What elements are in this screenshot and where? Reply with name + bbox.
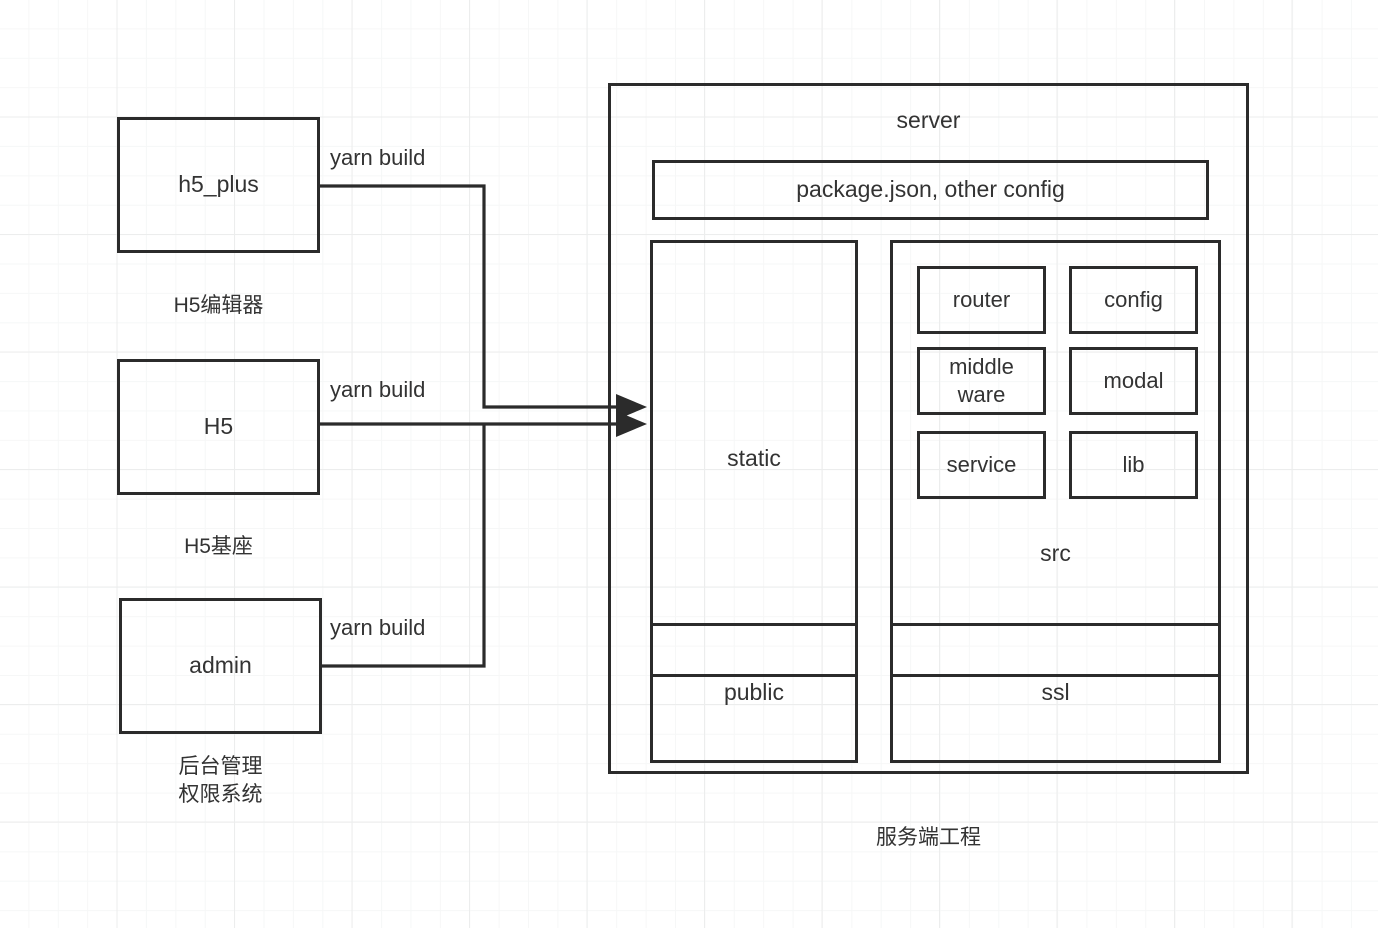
server-title: server bbox=[896, 107, 961, 133]
node-admin[interactable]: admin bbox=[119, 598, 322, 734]
public-label: public bbox=[723, 679, 785, 706]
edge-label-admin: yarn build bbox=[330, 615, 426, 640]
public-box[interactable]: public bbox=[650, 623, 858, 763]
package-config-label: package.json, other config bbox=[796, 176, 1065, 203]
node-h5[interactable]: H5 bbox=[117, 359, 320, 495]
src-child-router[interactable]: router bbox=[917, 266, 1046, 334]
src-child-middleware-label: middle ware bbox=[949, 353, 1014, 407]
static-box[interactable]: static bbox=[650, 240, 858, 677]
package-config-box[interactable]: package.json, other config bbox=[652, 160, 1209, 220]
src-child-service[interactable]: service bbox=[917, 431, 1046, 499]
edge-h5plus-to-static bbox=[320, 184, 625, 409]
src-child-middleware[interactable]: middle ware bbox=[917, 347, 1046, 415]
edge-label-h5: yarn build bbox=[330, 377, 426, 402]
ssl-box[interactable]: ssl bbox=[890, 623, 1221, 763]
node-h5-label: H5 bbox=[203, 413, 234, 440]
caption-h5: H5基座 bbox=[184, 535, 253, 558]
src-child-modal[interactable]: modal bbox=[1069, 347, 1198, 415]
server-container[interactable]: server package.json, other config static… bbox=[608, 83, 1249, 774]
ssl-label: ssl bbox=[1041, 679, 1070, 706]
src-child-config[interactable]: config bbox=[1069, 266, 1198, 334]
src-child-lib[interactable]: lib bbox=[1069, 431, 1198, 499]
caption-server: 服务端工程 bbox=[876, 826, 981, 849]
static-label: static bbox=[727, 444, 781, 471]
src-child-router-label: router bbox=[952, 286, 1011, 312]
src-container[interactable]: router config middle ware modal service … bbox=[890, 240, 1221, 677]
edge-label-h5-plus: yarn build bbox=[330, 145, 426, 170]
src-title: src bbox=[1040, 540, 1071, 566]
src-child-modal-label: modal bbox=[1103, 367, 1164, 393]
src-child-service-label: service bbox=[946, 451, 1017, 477]
caption-admin: 后台管理 权限系统 bbox=[178, 755, 263, 807]
caption-h5-plus: H5编辑器 bbox=[173, 294, 264, 317]
node-h5-plus-label: h5_plus bbox=[178, 171, 259, 198]
node-admin-label: admin bbox=[189, 652, 252, 679]
node-h5-plus[interactable]: h5_plus bbox=[117, 117, 320, 253]
src-child-config-label: config bbox=[1104, 286, 1163, 312]
src-child-lib-label: lib bbox=[1122, 451, 1145, 477]
